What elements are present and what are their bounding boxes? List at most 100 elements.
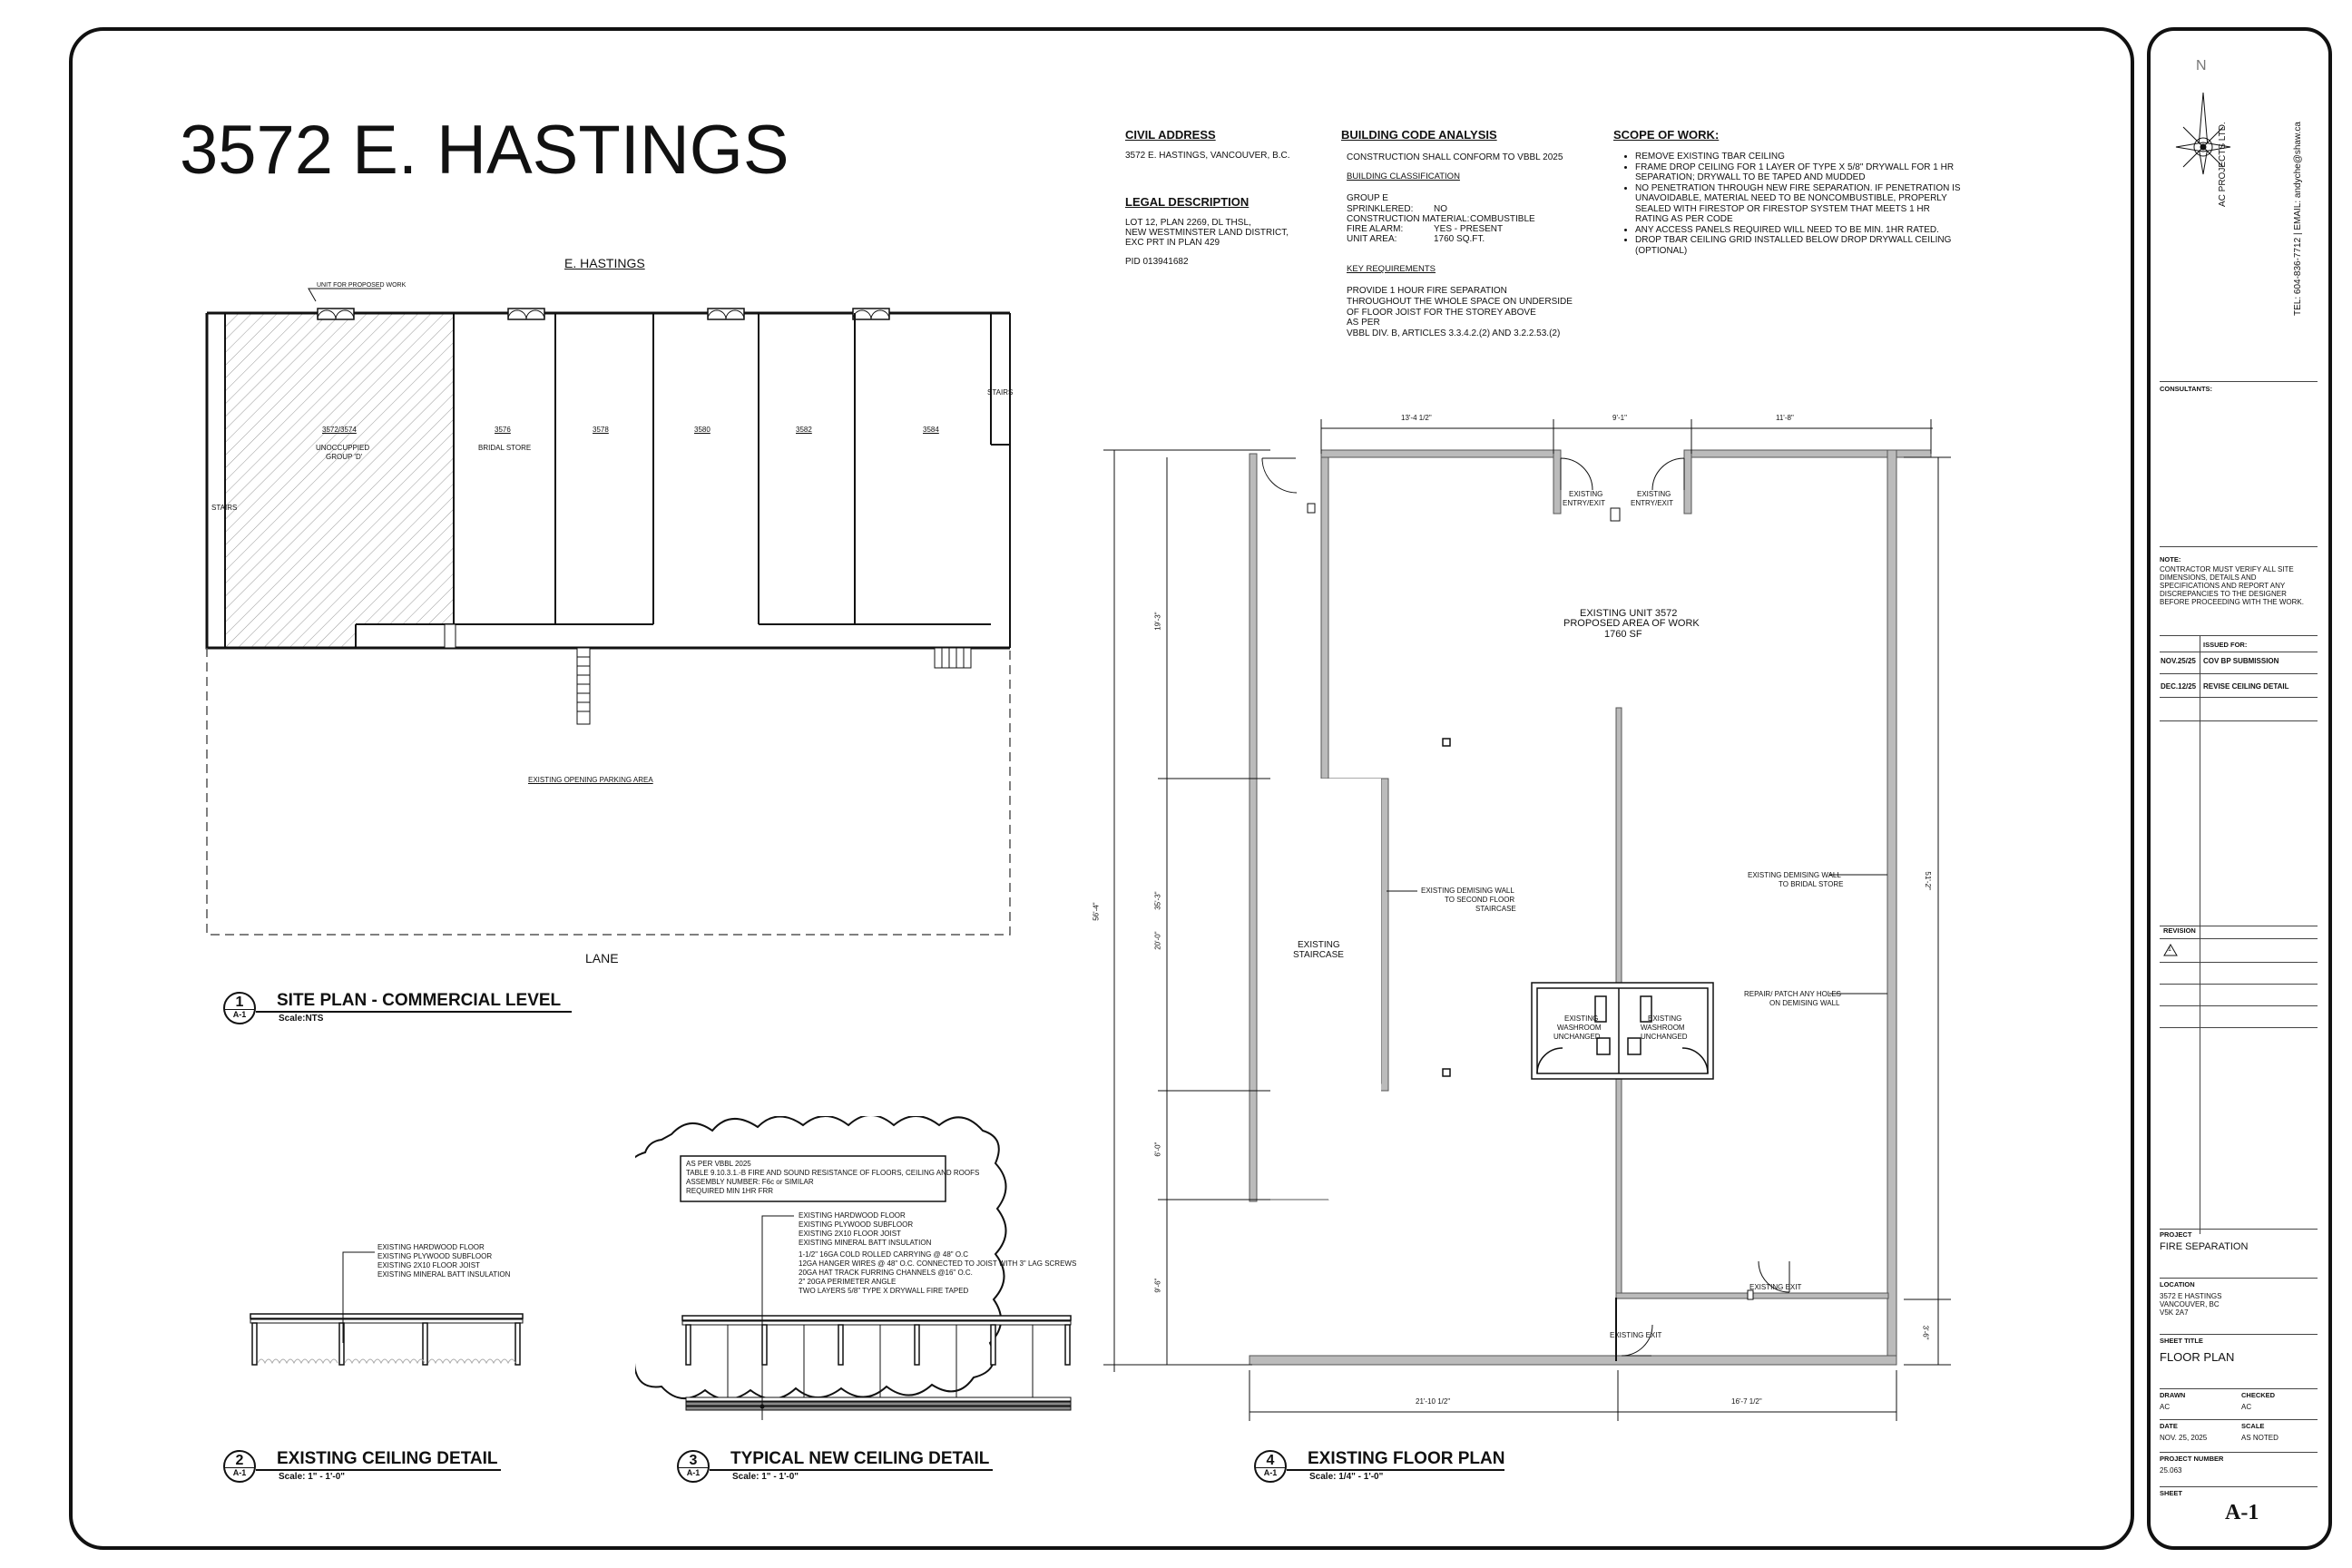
issue-date: NOV.25/25 bbox=[2161, 657, 2196, 665]
location-line: V5K 2A7 bbox=[2160, 1308, 2189, 1317]
scope-item: NO PENETRATION THROUGH NEW FIRE SEPARATI… bbox=[1635, 183, 1962, 225]
fp-exit-bottom: EXISTING EXIT bbox=[1610, 1331, 1662, 1339]
class-v-3: YES - PRESENT bbox=[1434, 224, 1504, 234]
class-k-1: SPRINKLERED: bbox=[1347, 204, 1414, 214]
site-unit-main-line2: GROUP 'D' bbox=[326, 453, 363, 461]
date-label: DATE bbox=[2160, 1422, 2178, 1430]
fp-dim-top: 9'-1" bbox=[1612, 414, 1627, 422]
sheet-main-title: 3572 E. HASTINGS bbox=[180, 112, 789, 189]
site-stairs-right: STAIRS bbox=[987, 388, 1014, 397]
site-unit-main-number: 3572/3574 bbox=[322, 426, 357, 434]
fp-staircase-label: STAIRCASE bbox=[1293, 950, 1344, 960]
new-ceiling-box-line: TABLE 9.10.3.1.-B FIRE AND SOUND RESISTA… bbox=[686, 1169, 980, 1177]
class-k-3: FIRE ALARM: bbox=[1347, 224, 1404, 234]
class-v-4: 1760 SQ.FT. bbox=[1434, 234, 1485, 244]
scope-item: ANY ACCESS PANELS REQUIRED WILL NEED TO … bbox=[1635, 225, 1962, 236]
fp-unit-label: PROPOSED AREA OF WORK bbox=[1563, 618, 1700, 629]
detail-title: EXISTING FLOOR PLAN bbox=[1308, 1449, 1505, 1468]
location-label: LOCATION bbox=[2160, 1280, 2195, 1289]
issued-for-label: ISSUED FOR: bbox=[2203, 641, 2248, 649]
fp-dim-left-mid: 35'-3" bbox=[1153, 891, 1162, 910]
site-parking-boundary bbox=[206, 648, 1011, 936]
fp-unit-label: EXISTING UNIT 3572 bbox=[1580, 608, 1678, 619]
site-unit-number: 3584 bbox=[923, 426, 939, 434]
company-contact: TEL: 604-836-7712 | EMAIL: andyche@shaw.… bbox=[2293, 122, 2303, 316]
key-req-5: VBBL DIV. B, ARTICLES 3.3.4.2.(2) AND 3.… bbox=[1347, 328, 1561, 338]
fp-washroom-left: UNCHANGED bbox=[1553, 1033, 1601, 1041]
new-ceiling-note: 12GA HANGER WIRES @ 48" O.C. CONNECTED T… bbox=[799, 1259, 1077, 1268]
new-ceiling-note: EXISTING PLYWOOD SUBFLOOR bbox=[799, 1220, 914, 1229]
fp-dim-left: 20'-0" bbox=[1153, 931, 1162, 950]
fp-washroom-right: UNCHANGED bbox=[1641, 1033, 1688, 1041]
sheet-title-label: SHEET TITLE bbox=[2160, 1337, 2203, 1345]
scope-list: REMOVE EXISTING TBAR CEILING FRAME DROP … bbox=[1617, 152, 1962, 256]
legal-heading: LEGAL DESCRIPTION bbox=[1125, 195, 1250, 209]
new-ceiling-drawing bbox=[635, 1116, 1072, 1420]
fp-entry-left: ENTRY/EXIT bbox=[1563, 499, 1605, 507]
fp-washroom-left: WASHROOM bbox=[1557, 1024, 1602, 1032]
fp-dim-bottom: 21'-10 1/2" bbox=[1416, 1397, 1451, 1406]
site-unit-main-line1: UNOCCUPPIED bbox=[316, 444, 370, 452]
scale-value: AS NOTED bbox=[2241, 1434, 2278, 1442]
legal-line-1: LOT 12, PLAN 2269, DL THSL, bbox=[1125, 218, 1251, 228]
scale-label: SCALE bbox=[2241, 1422, 2265, 1430]
revision-mark: 1 bbox=[2168, 946, 2171, 953]
scope-item: FRAME DROP CEILING FOR 1 LAYER OF TYPE X… bbox=[1635, 162, 1962, 183]
key-req-2: THROUGHOUT THE WHOLE SPACE ON UNDERSIDE bbox=[1347, 297, 1573, 307]
key-req-4: AS PER bbox=[1347, 318, 1380, 328]
project-number-label: PROJECT NUMBER bbox=[2160, 1455, 2224, 1463]
detail-scale: Scale:NTS bbox=[279, 1014, 324, 1024]
civil-address-heading: CIVIL ADDRESS bbox=[1125, 128, 1216, 142]
new-ceiling-note: EXISTING HARDWOOD FLOOR bbox=[799, 1211, 906, 1220]
project-name: FIRE SEPARATION bbox=[2160, 1241, 2249, 1252]
scope-item: DROP TBAR CEILING GRID INSTALLED BELOW D… bbox=[1635, 235, 1962, 256]
new-ceiling-note: EXISTING MINERAL BATT INSULATION bbox=[799, 1239, 932, 1247]
class-v-1: NO bbox=[1434, 204, 1447, 214]
existing-ceiling-note: EXISTING MINERAL BATT INSULATION bbox=[377, 1270, 511, 1279]
key-req-3: OF FLOOR JOIST FOR THE STOREY ABOVE bbox=[1347, 308, 1536, 318]
fp-demise-right: EXISTING DEMISING WALL bbox=[1748, 871, 1841, 879]
date-value: NOV. 25, 2025 bbox=[2160, 1434, 2208, 1442]
fp-exit-right: EXISTING EXIT bbox=[1749, 1283, 1802, 1291]
note-line: CONTRACTOR MUST VERIFY ALL SITE bbox=[2160, 565, 2294, 573]
site-unit-desc: BRIDAL STORE bbox=[478, 444, 532, 452]
site-unit-hatch bbox=[225, 313, 454, 648]
fp-dim-bottom: 16'-7 1/2" bbox=[1731, 1397, 1762, 1406]
fp-demise-left: EXISTING DEMISING WALL bbox=[1421, 887, 1514, 895]
pid: PID 013941682 bbox=[1125, 257, 1189, 267]
site-unit-number: 3580 bbox=[694, 426, 710, 434]
detail-title: TYPICAL NEW CEILING DETAIL bbox=[730, 1449, 990, 1468]
detail-scale: Scale: 1/4" - 1'-0" bbox=[1309, 1472, 1384, 1482]
revision-cloud bbox=[635, 1116, 1007, 1400]
new-ceiling-note: 1-1/2" 16GA COLD ROLLED CARRYING @ 48" O… bbox=[799, 1250, 969, 1259]
site-unit-callout: UNIT FOR PROPOSED WORK bbox=[317, 282, 407, 289]
fp-unit-label: 1760 SF bbox=[1604, 629, 1642, 640]
new-ceiling-note: 2" 20GA PERIMETER ANGLE bbox=[799, 1278, 897, 1286]
floor-plan-drawing bbox=[1103, 419, 1951, 1421]
site-unit-number: 3576 bbox=[495, 426, 511, 434]
note-line: DISCREPANCIES TO THE DESIGNER bbox=[2160, 590, 2287, 598]
site-lane-label: LANE bbox=[585, 951, 619, 965]
existing-ceiling-drawing bbox=[250, 1251, 524, 1366]
north-label: N bbox=[2196, 58, 2207, 74]
site-parking-label: EXISTING OPENING PARKING AREA bbox=[528, 776, 653, 784]
fp-washroom-left: EXISTING bbox=[1564, 1014, 1599, 1023]
fp-dim-top: 11'-8" bbox=[1776, 414, 1794, 422]
new-ceiling-box-line: REQUIRED MIN 1HR FRR bbox=[686, 1187, 774, 1195]
key-req-1: PROVIDE 1 HOUR FIRE SEPARATION bbox=[1347, 286, 1507, 296]
fp-entry-right: ENTRY/EXIT bbox=[1631, 499, 1673, 507]
fp-dim-top: 13'-4 1/2" bbox=[1401, 414, 1432, 422]
new-ceiling-box-line: AS PER VBBL 2025 bbox=[686, 1160, 751, 1168]
detail-title: SITE PLAN - COMMERCIAL LEVEL bbox=[277, 991, 562, 1010]
existing-ceiling-note: EXISTING 2X10 FLOOR JOIST bbox=[377, 1261, 480, 1269]
fp-washroom-right: EXISTING bbox=[1648, 1014, 1682, 1023]
class-k-0: GROUP E bbox=[1347, 193, 1388, 203]
consultants-label: CONSULTANTS: bbox=[2160, 385, 2213, 393]
new-ceiling-note: EXISTING 2X10 FLOOR JOIST bbox=[799, 1230, 901, 1238]
sheet-label: SHEET bbox=[2160, 1489, 2183, 1497]
scope-heading: SCOPE OF WORK: bbox=[1613, 128, 1720, 142]
class-v-2: COMBUSTIBLE bbox=[1470, 214, 1535, 224]
drawn-label: DRAWN bbox=[2160, 1391, 2186, 1399]
